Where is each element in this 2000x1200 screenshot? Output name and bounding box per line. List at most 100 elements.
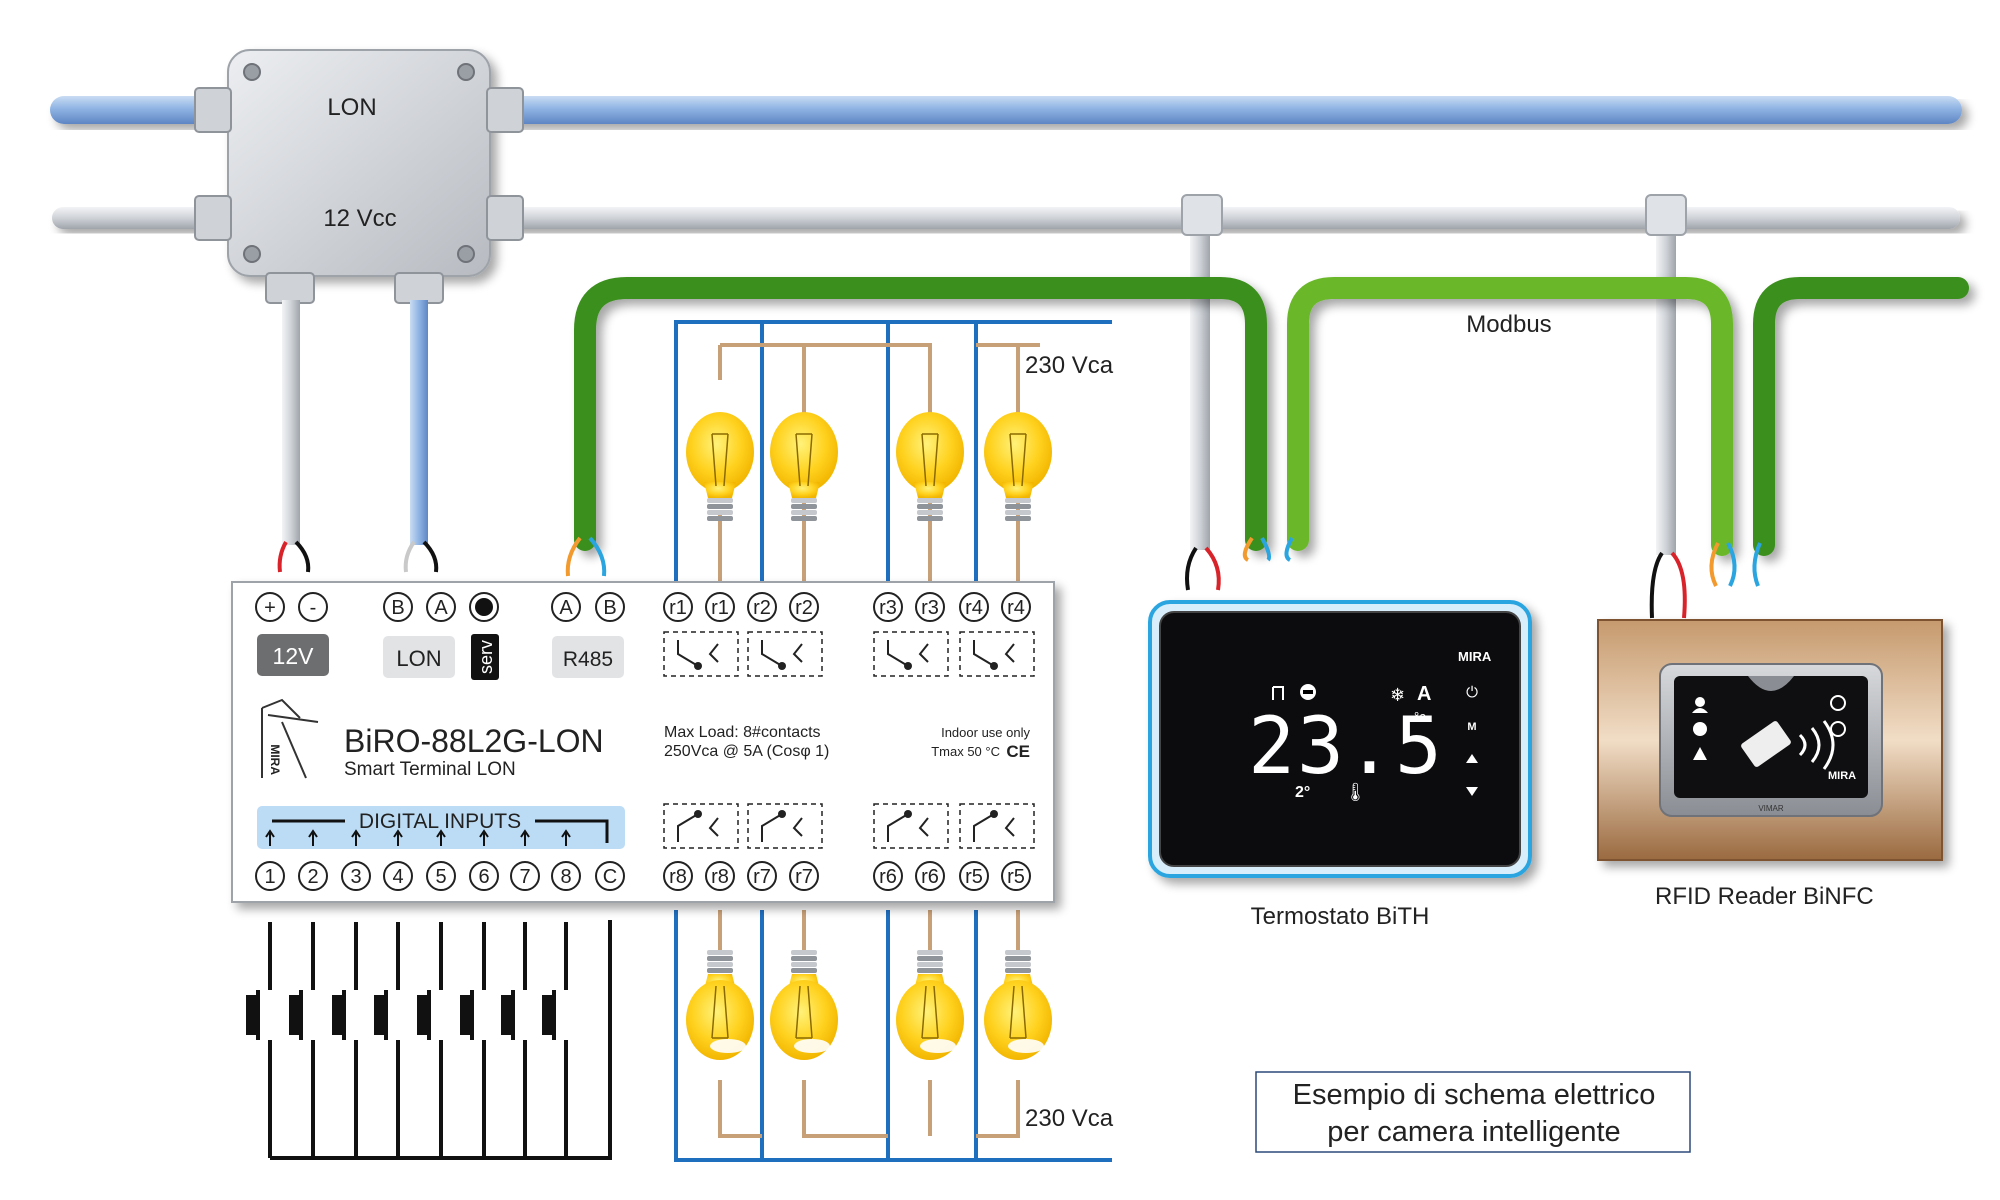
bulbs-bottom [686, 950, 1052, 1060]
digital-inputs-bar [257, 806, 625, 849]
lon-cable [410, 300, 428, 545]
lon-badge-bg [383, 636, 455, 678]
rfid-icons [1692, 695, 1846, 760]
terminal-r485-b: B [595, 592, 625, 622]
modbus-label: Modbus [1466, 311, 1551, 338]
terminal-digital-input: C [595, 861, 625, 891]
check-icon [1830, 695, 1846, 711]
module-subtitle: Smart Terminal LON [344, 759, 516, 780]
push-button-icon [332, 922, 358, 1158]
thermostat-unit: °c [1414, 709, 1426, 724]
terminal-relay-bottom-text: r6 [921, 866, 939, 888]
terminal-lon-a: A [426, 592, 456, 622]
terminal-relay-top-text: r4 [965, 597, 983, 619]
push-button-icon [289, 922, 315, 1158]
thermostat-device: MIRA 23.5 °c A ❄ 2° 🌡 ⏻ M Termostato BiT… [1148, 600, 1532, 930]
terminal-relay-top-text: r3 [879, 597, 897, 619]
mains-bottom-label: 230 Vca [1025, 1105, 1114, 1132]
rfid-name: RFID Reader BiNFC [1655, 883, 1874, 910]
terminal-relay-top-text: r1 [711, 597, 729, 619]
input-arrow [479, 829, 489, 846]
relay-contacts [663, 631, 1035, 849]
rfid-maker: VIMAR [1758, 804, 1784, 813]
terminal-relay-bottom: r8 [663, 861, 693, 891]
modbus-cable [574, 277, 1969, 556]
terminal-digital-input-text: 7 [519, 866, 530, 888]
light-bulb-icon [896, 412, 964, 521]
terminal-r485-b-text: B [603, 597, 616, 619]
module-model: BiRO-88L2G-LON [344, 723, 604, 759]
vcc-bus-label: 12 Vcc [323, 205, 396, 232]
cancel-icon [1830, 721, 1846, 737]
caption-line2: per camera intelligente [1327, 1116, 1620, 1148]
digital-inputs-label: DIGITAL INPUTS [359, 810, 521, 833]
terminal-relay-bottom: r7 [747, 861, 777, 891]
terminal-relay-bottom-text: r8 [711, 866, 729, 888]
relay-contact [747, 803, 823, 849]
terminal-digital-input: 5 [426, 861, 456, 891]
input-arrow [393, 829, 403, 846]
lon-bus [50, 96, 1962, 124]
junction-box: LON 12 Vcc [194, 49, 524, 304]
terminal-minus: - [298, 592, 328, 622]
terminal-r485-a-text: A [559, 597, 573, 619]
relay-contact [959, 631, 1035, 677]
caption-line1: Esempio di schema elettrico [1293, 1079, 1656, 1111]
terminal-digital-input: 2 [298, 861, 328, 891]
terminal-relay-bottom: r8 [705, 861, 735, 891]
r485-badge: R485 [563, 648, 613, 671]
terminal-relay-bottom-text: r7 [795, 866, 813, 888]
terminal-minus-text: - [310, 597, 317, 619]
terminal-digital-input: 7 [510, 861, 540, 891]
terminal-digital-input: 3 [341, 861, 371, 891]
terminal-relay-top-text: r3 [921, 597, 939, 619]
power-badge-bg [257, 634, 329, 676]
terminal-digital-input: 4 [383, 861, 413, 891]
logo-text: MIRA [268, 744, 282, 775]
mains-top-label: 230 Vca [1025, 352, 1114, 379]
light-bulb-icon [770, 950, 838, 1060]
push-button-icon [417, 922, 443, 1158]
thermostat-brand: MIRA [1458, 649, 1492, 664]
window-icon [1272, 686, 1284, 700]
relay-contact [747, 631, 823, 677]
terminal-lon-b: B [383, 592, 413, 622]
thermostat-power-drop [1190, 210, 1210, 550]
thermostat-temperature: 23.5 [1248, 702, 1444, 792]
snowflake-icon: ❄ [1390, 685, 1405, 706]
down-icon [1466, 787, 1478, 796]
push-button-icon [501, 922, 527, 1158]
terminal-digital-input-text: 4 [392, 866, 403, 888]
bulbs-top [686, 412, 1052, 521]
card-icon [1741, 721, 1791, 767]
terminal-r485-a: A [551, 592, 581, 622]
rfid-device: MIRA VIMAR RFID Reader BiNFC [1597, 619, 1943, 910]
thermometer-icon: 🌡 [1344, 782, 1367, 803]
terminal-relay-top: r4 [1001, 592, 1031, 622]
input-arrow [561, 829, 571, 846]
warning-icon [1693, 747, 1707, 760]
caption-box: Esempio di schema elettrico per camera i… [1255, 1071, 1691, 1153]
terminal-digital-input-text: 6 [478, 866, 489, 888]
terminal-digital-input-text: 1 [264, 866, 275, 888]
terminal-relay-bottom: r7 [789, 861, 819, 891]
terminal-digital-input: 8 [551, 861, 581, 891]
light-bulb-icon [896, 950, 964, 1060]
input-arrow [265, 829, 275, 846]
thermostat-setpoint: 2° [1295, 784, 1310, 801]
terminal-relay-bottom-text: r5 [1007, 866, 1025, 888]
input-arrow [436, 829, 446, 846]
light-bulb-icon [686, 950, 754, 1060]
maxload-line2: 250Vca @ 5A (Cosφ 1) [664, 743, 829, 760]
indoor-line2: Tmax 50 °C [931, 744, 1000, 759]
relay-contact [873, 631, 949, 677]
serv-badge: serv [476, 640, 496, 674]
input-arrow [520, 829, 530, 846]
terminal-lon-b-text: B [391, 597, 404, 619]
terminal-relay-top: r1 [705, 592, 735, 622]
rfid-brand: MIRA [1828, 770, 1856, 782]
user-icon [1695, 697, 1705, 707]
